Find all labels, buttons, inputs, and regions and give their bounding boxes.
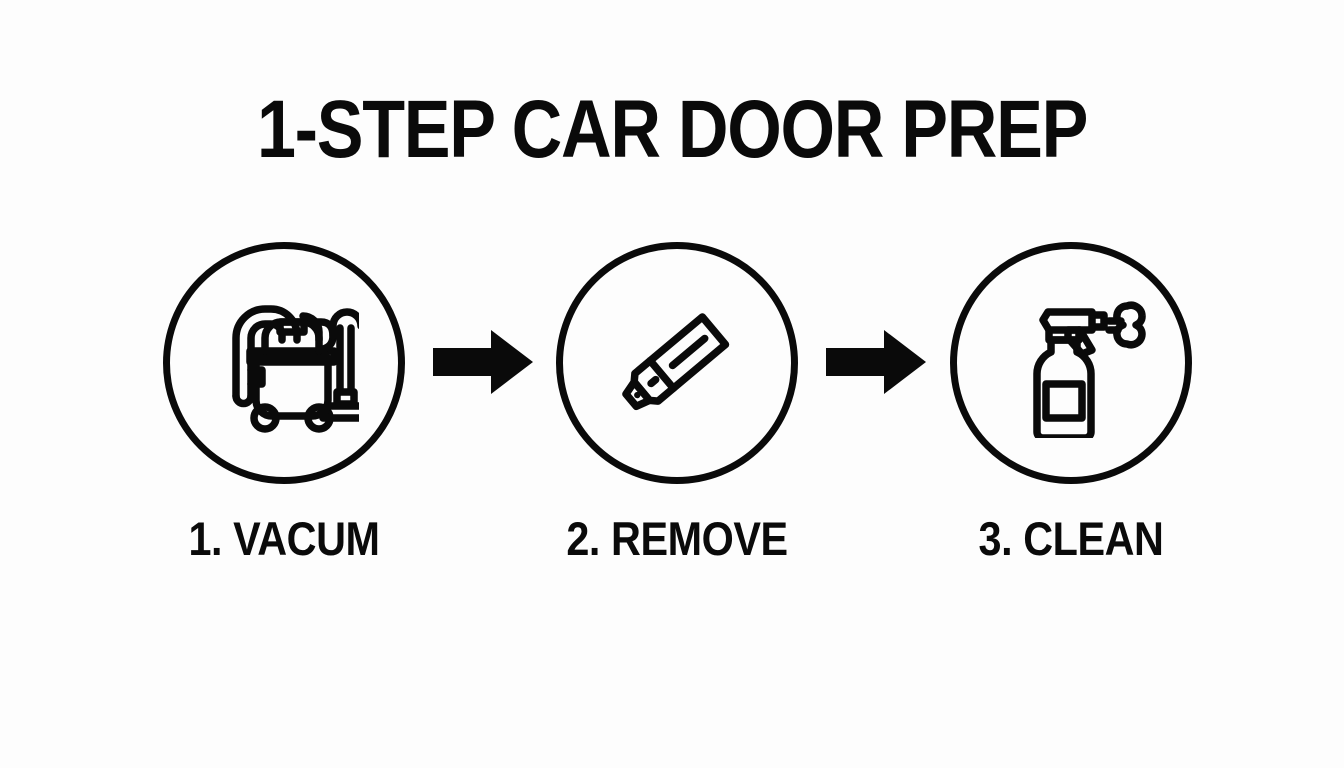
step-item-2: 2. REMOVE — [556, 242, 798, 582]
step-label-2: 2. REMOVE — [566, 512, 788, 565]
spray-bottle-icon — [950, 242, 1192, 484]
step-label-3: 3. CLEAN — [978, 512, 1164, 565]
arrow-right-icon — [433, 330, 533, 394]
step-circle-1 — [163, 242, 405, 484]
step-item-3: 3. CLEAN — [950, 242, 1192, 582]
steps-row: 1. VACUM — [0, 242, 1344, 582]
arrow-right-icon — [826, 330, 926, 394]
step-circle-3 — [950, 242, 1192, 484]
utility-knife-icon — [556, 242, 798, 484]
step-label-1: 1. VACUM — [188, 512, 380, 565]
page-title: 1-STEP CAR DOOR PREP — [256, 84, 1088, 175]
step-item-1: 1. VACUM — [163, 242, 405, 582]
vacuum-cleaner-icon — [163, 242, 405, 484]
